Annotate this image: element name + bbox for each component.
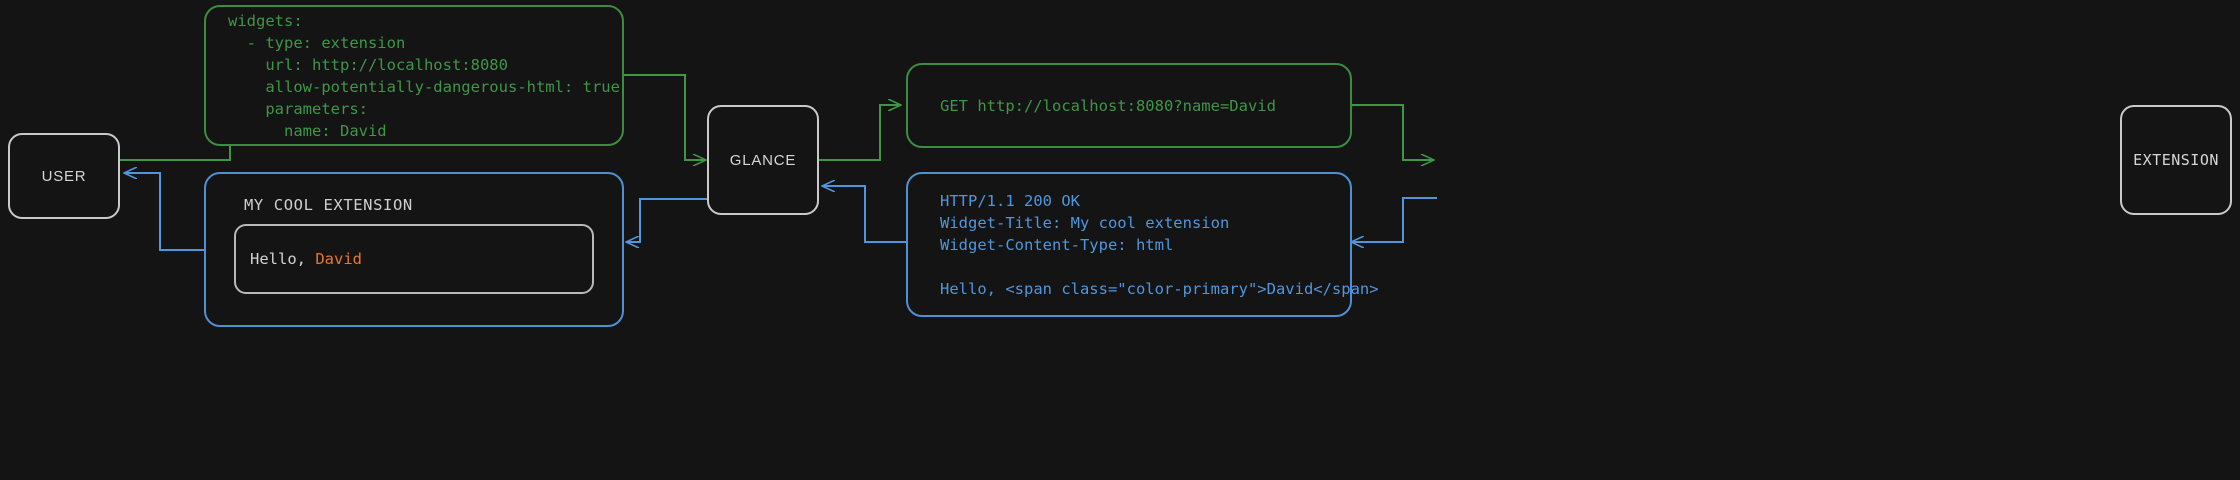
edge-glance-to-request — [819, 105, 900, 161]
message-box-config: widgets: - type: extension url: http://l… — [204, 5, 624, 146]
node-extension-label: EXTENSION — [2133, 151, 2219, 169]
widget-greeting-name: David — [315, 250, 362, 268]
widget-title-label: MY COOL EXTENSION — [244, 196, 413, 214]
http-request-text: GET http://localhost:8080?name=David — [940, 96, 1276, 115]
node-user-label: USER — [41, 167, 87, 185]
message-box-response: HTTP/1.1 200 OK Widget-Title: My cool ex… — [906, 172, 1379, 317]
edge-glance-to-widget — [627, 198, 707, 242]
message-box-request: GET http://localhost:8080?name=David — [906, 63, 1352, 148]
config-yaml-text: widgets: - type: extension url: http://l… — [228, 11, 620, 140]
widget-greeting-prefix: Hello, — [250, 250, 316, 268]
widget-greeting-text: Hello, David — [250, 250, 362, 268]
edge-response-to-glance — [823, 186, 906, 243]
edge-extension-to-response — [1352, 197, 1437, 242]
widget-card: Hello, David — [234, 224, 594, 294]
node-extension[interactable]: EXTENSION — [2120, 105, 2232, 215]
node-user[interactable]: USER — [8, 133, 120, 219]
edge-config-to-glance — [624, 74, 705, 160]
node-glance-label: GLANCE — [729, 151, 797, 169]
edge-request-to-extension — [1352, 104, 1433, 160]
edge-widget-to-user — [125, 173, 205, 251]
message-box-rendered-widget: MY COOL EXTENSION Hello, David — [204, 172, 624, 327]
node-glance[interactable]: GLANCE — [707, 105, 819, 215]
http-response-text: HTTP/1.1 200 OK Widget-Title: My cool ex… — [940, 191, 1379, 298]
